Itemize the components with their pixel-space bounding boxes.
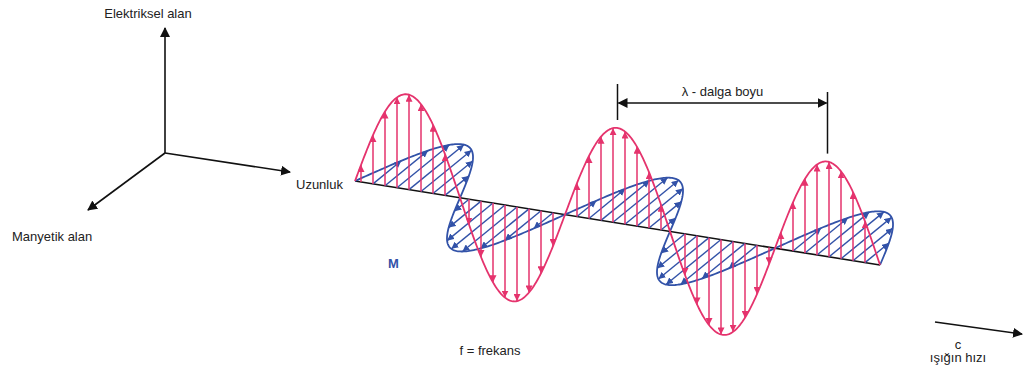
electric-vector xyxy=(792,202,794,251)
wave-group xyxy=(355,84,893,335)
electric-vector xyxy=(444,154,446,195)
electric-vector xyxy=(804,179,806,253)
electric-vector xyxy=(408,95,410,190)
electric-vector xyxy=(756,245,758,294)
axis-label: Manyetik alan xyxy=(12,229,92,244)
electric-vector xyxy=(540,211,542,274)
electric-vector xyxy=(828,162,830,257)
speed-symbol: c xyxy=(955,337,962,352)
electric-vector xyxy=(552,213,554,246)
electric-vector xyxy=(864,221,866,262)
speed-label: ışığın hızı xyxy=(930,350,986,365)
electric-vector xyxy=(528,209,530,293)
electric-vector xyxy=(732,241,734,331)
wavelength-tick xyxy=(827,92,829,154)
electric-vector xyxy=(384,112,386,186)
field-letter: M xyxy=(388,256,399,271)
electric-vector xyxy=(696,236,698,305)
magnetic-vector xyxy=(447,203,493,241)
electric-vector xyxy=(600,137,602,221)
electric-vector xyxy=(612,128,614,222)
axis-label: Elektriksel alan xyxy=(104,6,191,21)
magnetic-vector xyxy=(451,205,505,249)
magnetic-wave xyxy=(355,144,893,285)
electric-vector xyxy=(840,171,842,258)
electric-vector xyxy=(480,201,482,257)
electric-vector xyxy=(492,203,494,282)
axis-arrow xyxy=(165,153,290,172)
electric-vector xyxy=(744,243,746,317)
electric-vector xyxy=(504,205,506,298)
axis-label: Uzunluk xyxy=(296,177,343,192)
electric-vector xyxy=(372,135,374,184)
magnetic-vector xyxy=(505,211,541,241)
electric-vector xyxy=(576,183,578,216)
wavelength-label: λ - dalga boyu xyxy=(682,84,764,99)
electric-vector xyxy=(852,192,854,261)
electric-vector xyxy=(432,125,434,194)
electric-vector xyxy=(708,238,710,325)
electric-wave xyxy=(355,94,880,335)
magnetic-vector xyxy=(589,189,625,219)
electric-vector xyxy=(720,240,722,335)
electric-vector xyxy=(684,234,686,275)
electric-vector xyxy=(636,147,638,226)
electric-vector xyxy=(588,156,590,219)
electric-vector xyxy=(420,104,422,191)
axis-arrow xyxy=(164,28,166,153)
axis-arrow xyxy=(88,153,165,210)
electric-vector xyxy=(396,97,398,187)
electric-vector xyxy=(624,132,626,225)
wavelength-arrow xyxy=(619,102,827,103)
wavelength-tick xyxy=(617,84,619,120)
speed-arrow xyxy=(935,322,1022,334)
electric-vector xyxy=(816,165,818,255)
magnetic-vector xyxy=(625,180,679,224)
electric-vector xyxy=(648,172,650,228)
electric-vector xyxy=(516,207,518,301)
magnetic-vector xyxy=(637,189,683,227)
frequency-label: f = frekans xyxy=(459,343,520,358)
